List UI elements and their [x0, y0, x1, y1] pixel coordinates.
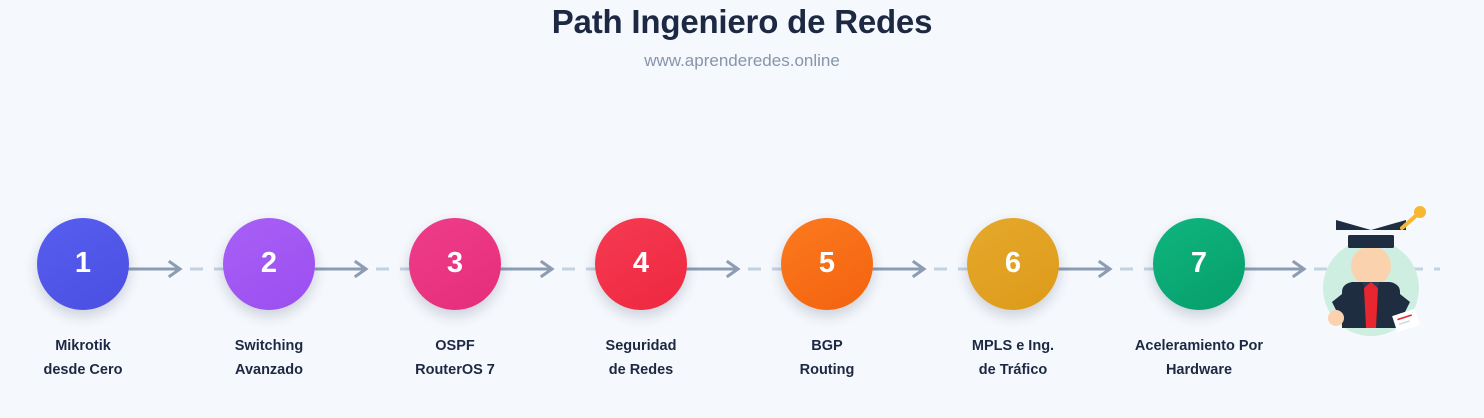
step-bubble-6[interactable]: 6: [967, 218, 1059, 310]
step-bubble-7[interactable]: 7: [1153, 218, 1245, 310]
graduation-cap-right: [1371, 220, 1406, 230]
step-label-6-line1: MPLS e Ing.: [971, 338, 1055, 354]
step-label-5-line2: Routing: [799, 362, 855, 378]
page-subtitle-website: www.aprenderedes.online: [644, 51, 840, 70]
step-number-3: 3: [446, 246, 464, 279]
graduate-avatar-icon: [1306, 204, 1436, 344]
graduation-tassel-cord: [1400, 212, 1420, 230]
graduation-tassel-knob: [1414, 206, 1426, 218]
roadmap-step-2[interactable]: 2 Switching Avanzado: [176, 204, 362, 382]
step-number-6: 6: [1004, 246, 1022, 279]
page-title: Path Ingeniero de Redes: [551, 3, 933, 40]
step-number-2: 2: [260, 246, 278, 279]
connector-4-5: [686, 259, 796, 279]
connector-2-3: [314, 259, 424, 279]
step-bubble-3[interactable]: 3: [409, 218, 501, 310]
graduate-head: [1351, 246, 1391, 286]
step-number-7: 7: [1190, 246, 1208, 279]
step-label-1: Mikrotik desde Cero: [0, 334, 176, 382]
page-header: Path Ingeniero de Redes www.aprenderedes…: [0, 0, 1484, 74]
step-label-6: MPLS e Ing. de Tráfico: [920, 334, 1106, 382]
graduation-cap-left: [1336, 220, 1371, 230]
graduation-cap-band: [1348, 235, 1394, 248]
roadmap-step-1[interactable]: 1 Mikrotik desde Cero: [0, 204, 176, 382]
step-bubble-4[interactable]: 4: [595, 218, 687, 310]
step-label-7: Aceleramiento Por Hardware: [1106, 334, 1292, 382]
step-label-4-line2: de Redes: [608, 362, 674, 378]
step-label-5: BGP Routing: [734, 334, 920, 382]
step-bubble-2[interactable]: 2: [223, 218, 315, 310]
step-label-3-line1: OSPF: [435, 338, 475, 354]
step-label-2-line2: Avanzado: [235, 362, 303, 378]
step-label-1-line2: desde Cero: [43, 362, 123, 378]
step-label-7-line1: Aceleramiento Por: [1134, 338, 1264, 354]
connector-3-4: [500, 259, 610, 279]
roadmap-step-6[interactable]: 6 MPLS e Ing. de Tráfico: [920, 204, 1106, 382]
step-bubble-5[interactable]: 5: [781, 218, 873, 310]
connector-7-goal: [1244, 259, 1440, 279]
step-label-4: Seguridad de Redes: [548, 334, 734, 382]
step-label-6-line2: de Tráfico: [978, 362, 1048, 378]
graduate-hand-left: [1328, 310, 1344, 326]
step-label-2-line1: Switching: [234, 338, 304, 354]
step-label-2: Switching Avanzado: [176, 334, 362, 382]
step-label-5-line1: BGP: [811, 338, 843, 354]
step-label-1-line1: Mikrotik: [55, 338, 111, 354]
roadmap-track: 1 Mikrotik desde Cero 2 Switching Avanza…: [0, 204, 1484, 394]
roadmap-step-4[interactable]: 4 Seguridad de Redes: [548, 204, 734, 382]
step-number-1: 1: [74, 246, 92, 279]
step-bubble-1[interactable]: 1: [37, 218, 129, 310]
graduate-diploma: [1392, 308, 1421, 333]
step-label-7-line2: Hardware: [1165, 362, 1233, 378]
connector-5-6: [872, 259, 982, 279]
connector-6-7: [1058, 259, 1168, 279]
roadmap-step-5[interactable]: 5 BGP Routing: [734, 204, 920, 382]
step-label-3-line2: RouterOS 7: [415, 362, 495, 378]
roadmap-step-3[interactable]: 3 OSPF RouterOS 7: [362, 204, 548, 382]
graduate-tie: [1364, 282, 1378, 328]
step-label-4-line1: Seguridad: [605, 338, 677, 354]
step-label-3: OSPF RouterOS 7: [362, 334, 548, 382]
step-number-4: 4: [632, 246, 650, 279]
step-number-5: 5: [818, 246, 836, 279]
roadmap-step-7[interactable]: 7 Aceleramiento Por Hardware: [1106, 204, 1292, 382]
connector-1-2: [128, 259, 238, 279]
